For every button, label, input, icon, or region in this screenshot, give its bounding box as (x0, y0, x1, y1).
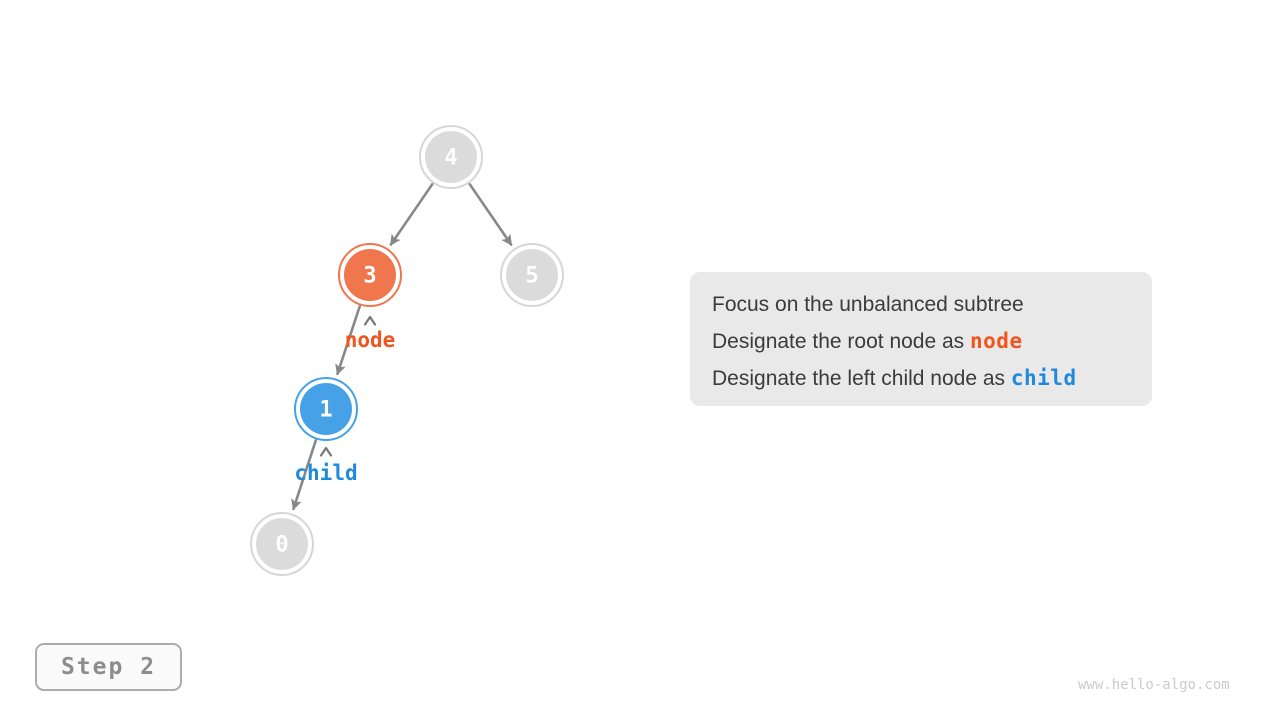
node-value: 0 (275, 533, 288, 558)
pointer-label-node: node (345, 328, 396, 352)
node-value: 3 (363, 264, 376, 289)
tree-node-5: 5 (500, 243, 564, 307)
note-line-3: Designate the left child node as child (712, 360, 1152, 397)
pointer-label-child: child (294, 461, 357, 485)
node-value: 5 (525, 264, 538, 289)
note-box: Focus on the unbalanced subtree Designat… (690, 272, 1152, 406)
tree-edge-3-1 (335, 305, 362, 376)
keyword-child: child (1010, 366, 1077, 390)
tree-node-0: 0 (250, 512, 314, 576)
caret-up-icon (319, 446, 333, 457)
note-text-3: Designate the left child node as (712, 367, 1011, 390)
step-badge: Step 2 (35, 643, 182, 691)
node-value: 4 (444, 146, 457, 171)
node-value: 1 (319, 398, 332, 423)
tree-edge-1-0 (291, 439, 318, 511)
note-text-2: Designate the root node as (712, 330, 971, 353)
tree-node-4: 4 (419, 125, 483, 189)
tree-node-1: 1 (294, 377, 358, 441)
note-line-1: Focus on the unbalanced subtree (712, 287, 1152, 323)
node-fill (506, 249, 558, 301)
tree-edge-4-5 (468, 182, 513, 246)
tree-edge-4-3 (389, 182, 434, 246)
node-fill (256, 518, 308, 570)
node-fill (300, 383, 352, 435)
caret-up-icon (363, 315, 377, 326)
note-line-2: Designate the root node as node (712, 323, 1152, 360)
note-text-1: Focus on the unbalanced subtree (712, 293, 1024, 316)
node-fill (425, 131, 477, 183)
tree-node-3: 3 (338, 243, 402, 307)
node-fill (344, 249, 396, 301)
keyword-node: node (970, 329, 1023, 353)
watermark: www.hello-algo.com (1078, 677, 1230, 693)
